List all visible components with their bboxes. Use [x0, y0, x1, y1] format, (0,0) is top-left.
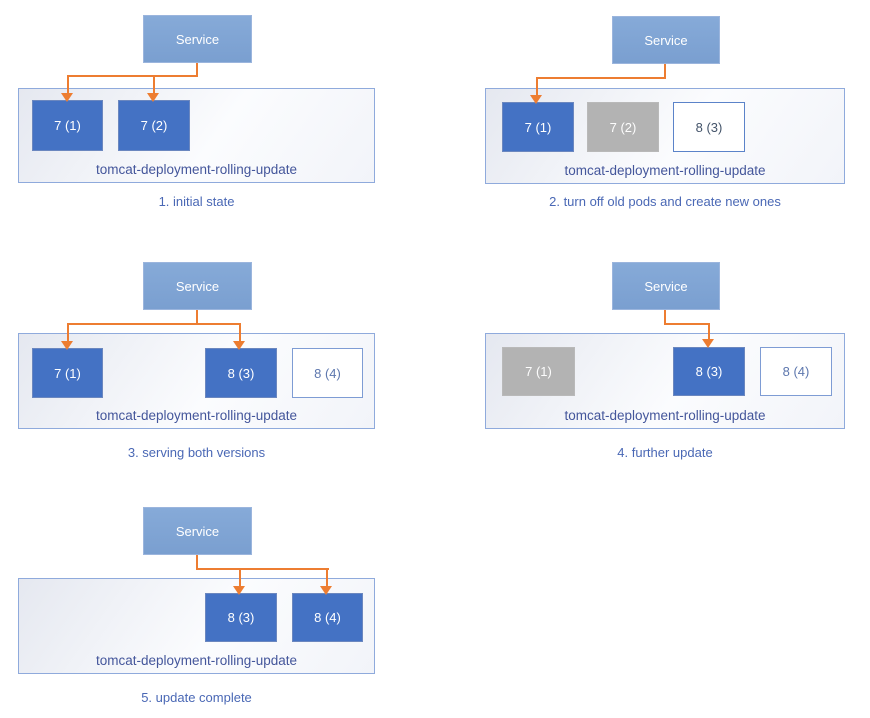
service-box: Service	[143, 15, 252, 63]
pod-label: 8 (3)	[227, 365, 255, 381]
pod-box: 7 (1)	[32, 348, 103, 398]
arrowhead-icon	[530, 95, 542, 104]
pod-box: 7 (1)	[502, 102, 574, 152]
arrowhead-icon	[147, 93, 159, 102]
connector-line	[67, 75, 69, 94]
connector-line	[153, 75, 155, 94]
panel-initial-state: Service tomcat-deployment-rolling-update…	[0, 0, 435, 230]
connector-line	[664, 64, 666, 79]
service-label: Service	[175, 31, 220, 47]
pod-label: 7 (2)	[609, 119, 637, 135]
deployment-box: tomcat-deployment-rolling-update	[18, 578, 375, 674]
pod-box: 8 (3)	[205, 348, 277, 398]
pod-box: 8 (3)	[205, 593, 277, 642]
panel-caption: 4. further update	[617, 445, 713, 460]
pod-box: 7 (1)	[502, 347, 575, 396]
pod-label: 7 (1)	[54, 118, 81, 133]
pod-box: 7 (1)	[32, 100, 103, 151]
pod-box: 7 (2)	[118, 100, 190, 151]
connector-line	[239, 568, 241, 588]
service-box: Service	[612, 16, 720, 64]
pod-label: 8 (4)	[314, 610, 341, 625]
pod-box: 8 (4)	[292, 593, 363, 642]
arrowhead-icon	[61, 93, 73, 102]
deployment-label: tomcat-deployment-rolling-update	[564, 163, 766, 178]
arrowhead-icon	[233, 341, 245, 350]
service-box: Service	[143, 507, 252, 555]
connector-line	[196, 63, 198, 77]
pod-label: 8 (4)	[314, 365, 341, 381]
service-label: Service	[175, 523, 220, 539]
arrowhead-icon	[320, 586, 332, 595]
connector-line	[239, 323, 241, 342]
panel-serving-both-versions: Service tomcat-deployment-rolling-update…	[0, 240, 435, 470]
arrowhead-icon	[233, 586, 245, 595]
connector-line	[664, 323, 710, 325]
pod-label: 7 (1)	[525, 364, 552, 379]
connector-line	[536, 77, 538, 96]
panel-caption: 2. turn off old pods and create new ones	[549, 194, 781, 209]
connector-line	[196, 568, 329, 570]
pod-label: 7 (1)	[54, 365, 81, 381]
pod-label: 8 (3)	[695, 119, 723, 135]
deployment-label: tomcat-deployment-rolling-update	[564, 408, 766, 423]
panel-update-complete: Service tomcat-deployment-rolling-update…	[0, 480, 435, 718]
pod-label: 7 (2)	[140, 118, 168, 133]
service-label: Service	[644, 32, 688, 48]
service-box: Service	[612, 262, 720, 310]
panel-caption: 3. serving both versions	[127, 445, 266, 460]
pod-box: 8 (3)	[673, 347, 745, 396]
service-label: Service	[175, 278, 220, 294]
connector-line	[67, 323, 241, 325]
connector-line	[536, 77, 666, 79]
panel-further-update: Service tomcat-deployment-rolling-update…	[435, 240, 870, 470]
deployment-label: tomcat-deployment-rolling-update	[95, 408, 298, 423]
connector-line	[67, 323, 69, 342]
pod-box: 8 (4)	[760, 347, 832, 396]
pod-box: 8 (3)	[673, 102, 745, 152]
deployment-label: tomcat-deployment-rolling-update	[95, 162, 298, 177]
pod-label: 8 (3)	[695, 364, 723, 379]
connector-line	[708, 323, 710, 340]
connector-line	[67, 75, 198, 77]
connector-line	[326, 568, 328, 588]
service-box: Service	[143, 262, 252, 310]
arrowhead-icon	[702, 339, 714, 348]
pod-label: 7 (1)	[524, 119, 552, 135]
panel-turn-off-old-pods: Service tomcat-deployment-rolling-update…	[435, 0, 870, 230]
service-label: Service	[644, 278, 688, 294]
connector-line	[664, 310, 666, 325]
panel-caption: 5. update complete	[141, 690, 252, 705]
pod-label: 8 (3)	[227, 610, 255, 625]
deployment-label: tomcat-deployment-rolling-update	[95, 653, 298, 668]
pod-box: 7 (2)	[587, 102, 659, 152]
pod-label: 8 (4)	[782, 364, 810, 379]
arrowhead-icon	[61, 341, 73, 350]
connector-line	[196, 555, 198, 570]
panel-caption: 1. initial state	[158, 194, 235, 209]
pod-box: 8 (4)	[292, 348, 363, 398]
connector-line	[196, 310, 198, 325]
